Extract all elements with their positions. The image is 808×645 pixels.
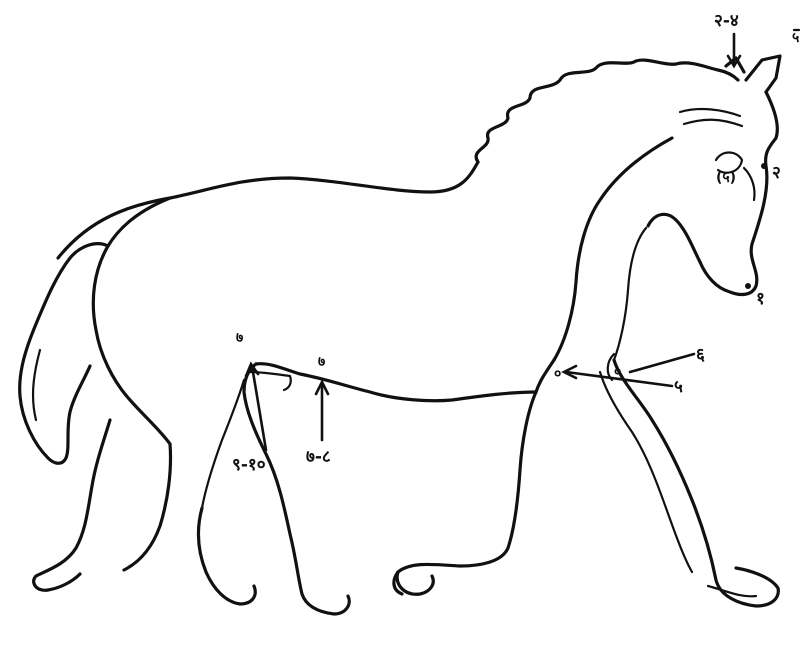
label-shoulder-mark: ५	[674, 377, 683, 397]
label-shoulder-inner: ०	[614, 364, 621, 380]
label-belly: ७-८	[306, 447, 331, 467]
label-forehead: २	[772, 163, 781, 183]
forehead-dot	[761, 163, 767, 169]
label-eye: (५)	[716, 170, 736, 186]
label-corner: ५	[792, 30, 799, 46]
label-poll: २-४	[714, 11, 739, 31]
label-muzzle: १	[756, 289, 765, 309]
label-flank-a: ७	[236, 330, 243, 346]
horse-outline	[20, 56, 780, 614]
label-shoulder-point: ०	[554, 366, 561, 382]
arrows	[246, 34, 740, 450]
muzzle-dot	[745, 283, 751, 289]
label-flank-b: ७	[318, 354, 325, 370]
label-stifle: ९-१०	[232, 455, 266, 475]
label-withers-mark: ६	[696, 345, 705, 365]
line-withers-mark	[630, 354, 694, 372]
